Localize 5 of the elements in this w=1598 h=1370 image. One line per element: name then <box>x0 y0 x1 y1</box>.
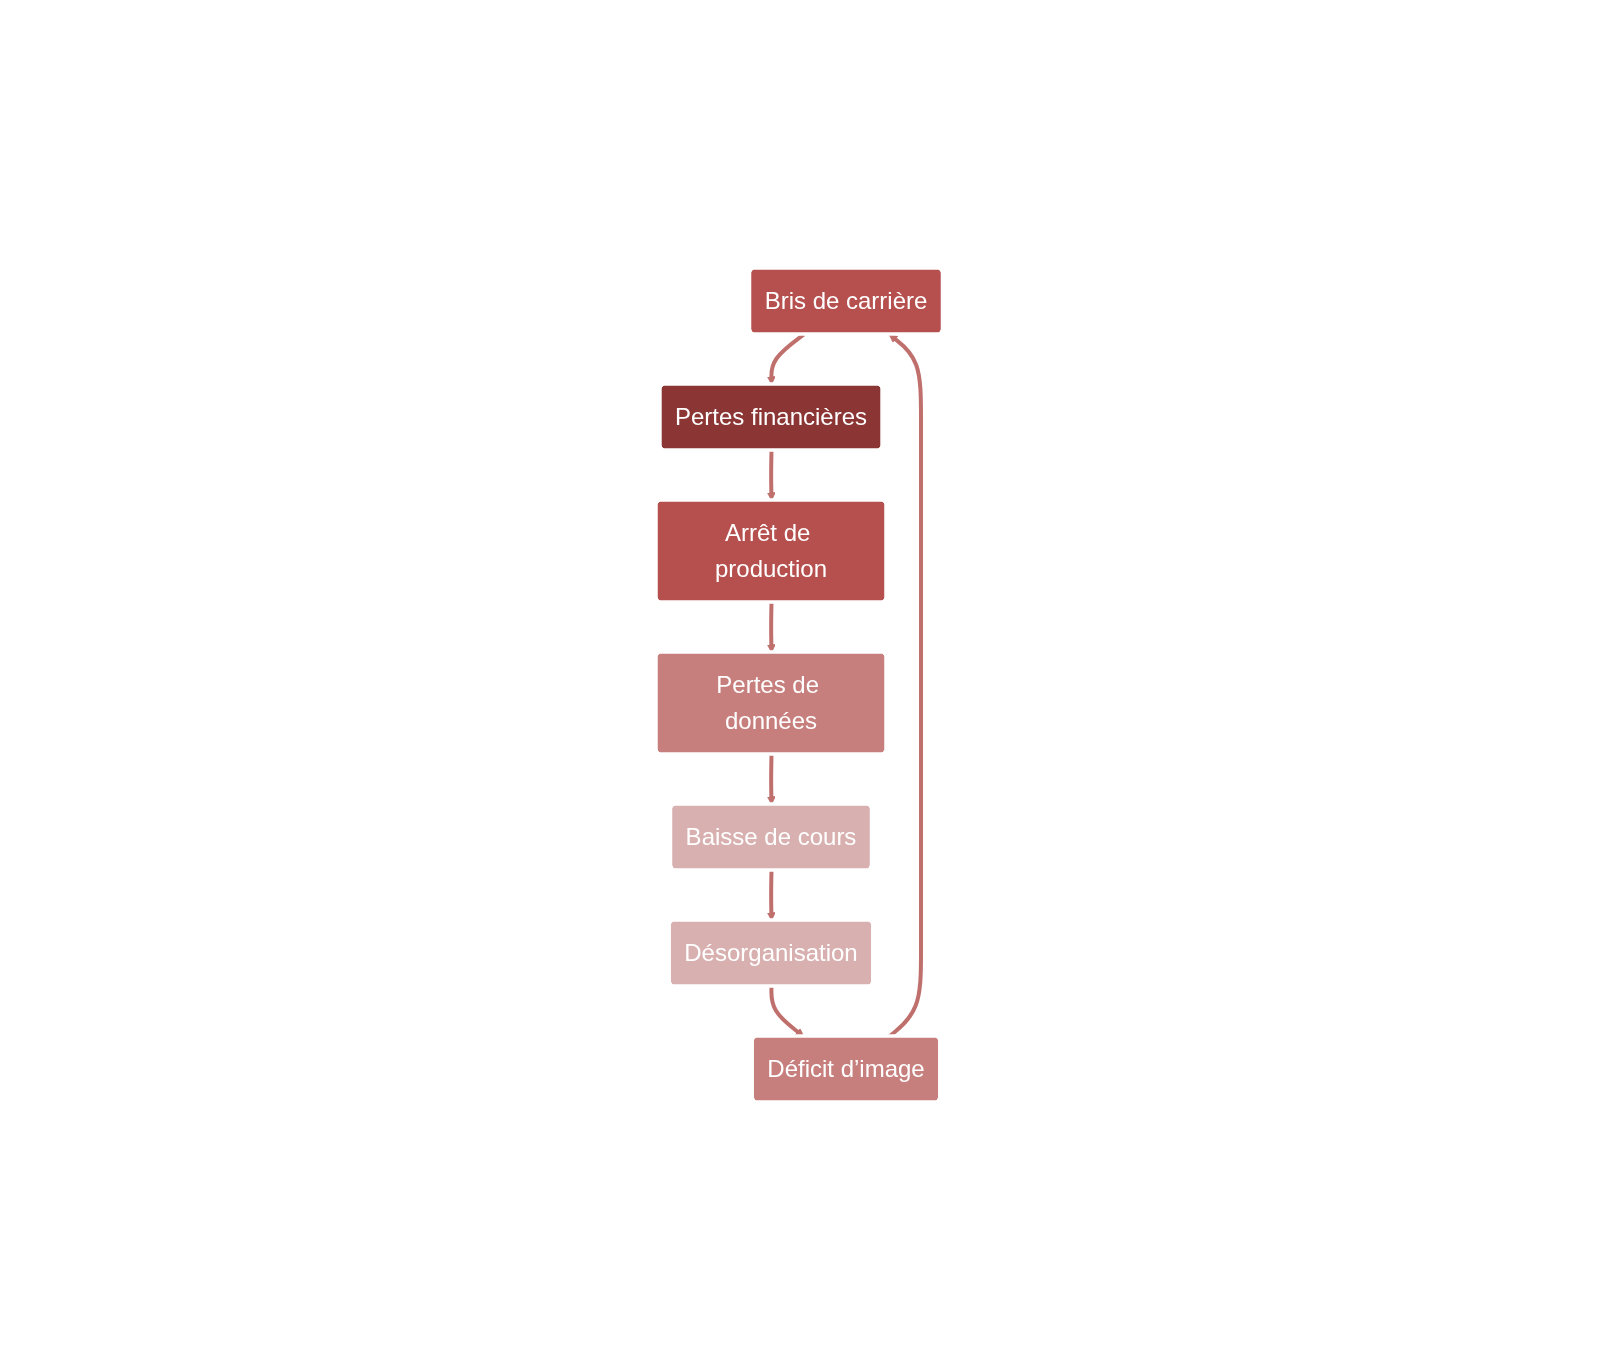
arrow <box>766 450 776 501</box>
arrow <box>769 986 805 1037</box>
arrow <box>766 754 776 805</box>
arrow <box>766 870 776 921</box>
arrow <box>766 602 776 653</box>
